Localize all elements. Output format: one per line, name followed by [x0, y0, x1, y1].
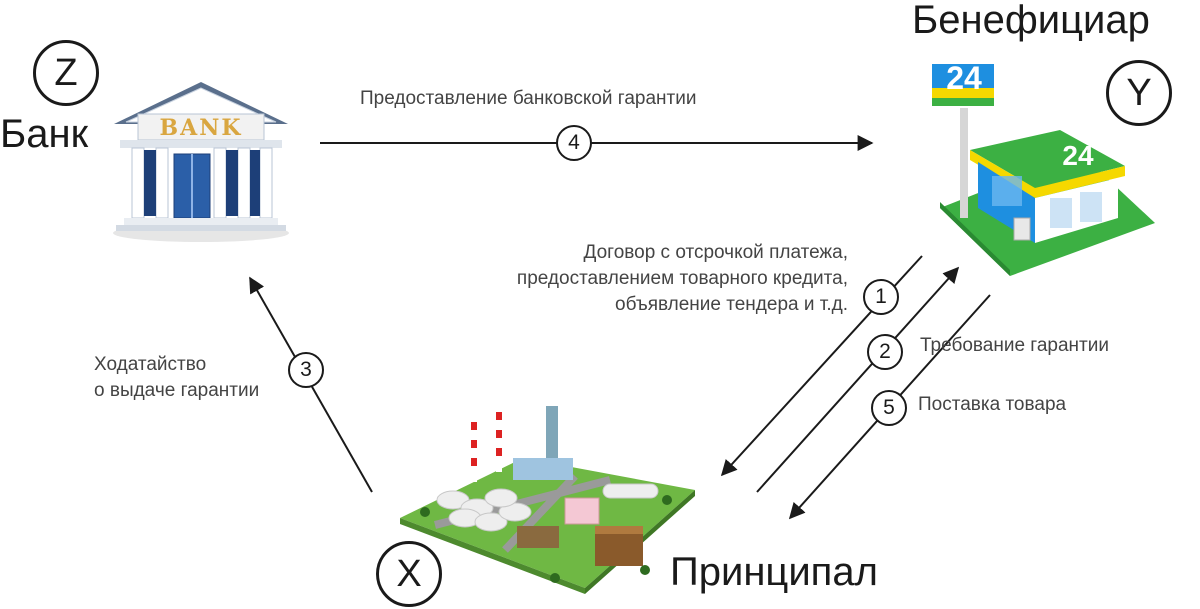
step-4-label: Предоставление банковской гарантии [360, 88, 697, 109]
step-1-label-line-1: Договор с отсрочкой платежа, [583, 242, 848, 263]
step-3-number: 3 [288, 352, 324, 388]
bank-title: Банк [0, 112, 89, 156]
factory-illustration [400, 406, 695, 594]
beneficiary-badge-y: Y [1106, 60, 1172, 126]
step-3-label: Ходатайство о выдаче гарантии [94, 352, 259, 404]
step-1-label-line-2: предоставлением товарного кредита, [516, 268, 848, 289]
principal-title: Принципал [670, 550, 878, 594]
beneficiary-title: Бенефициар [912, 0, 1150, 42]
step-2-label: Требование гарантии [920, 335, 1109, 356]
step-1-label-line-3: объявление тендера и т.д. [615, 294, 848, 315]
step-1-label: Договор с отсрочкой платежа, предоставле… [440, 240, 848, 318]
step-5-number: 5 [871, 390, 907, 426]
step-3-label-line-2: о выдаче гарантии [94, 380, 260, 401]
store-illustration [932, 64, 1155, 276]
principal-badge-x: X [376, 541, 442, 607]
step-2-number: 2 [867, 334, 903, 370]
store-roof-sign: 24 [1062, 140, 1094, 171]
step-5-label: Поставка товара [918, 394, 1067, 415]
bank-building-illustration [113, 82, 289, 242]
step-3-label-line-1: Ходатайство [94, 354, 207, 375]
bank-sign: BANK [159, 115, 243, 141]
store-pylon-sign: 24 [946, 60, 982, 96]
step-4-number: 4 [556, 125, 592, 161]
bank-badge-z: Z [33, 40, 99, 106]
arrow-2-principal-to-beneficiary [756, 266, 960, 493]
step-1-number: 1 [863, 279, 899, 315]
